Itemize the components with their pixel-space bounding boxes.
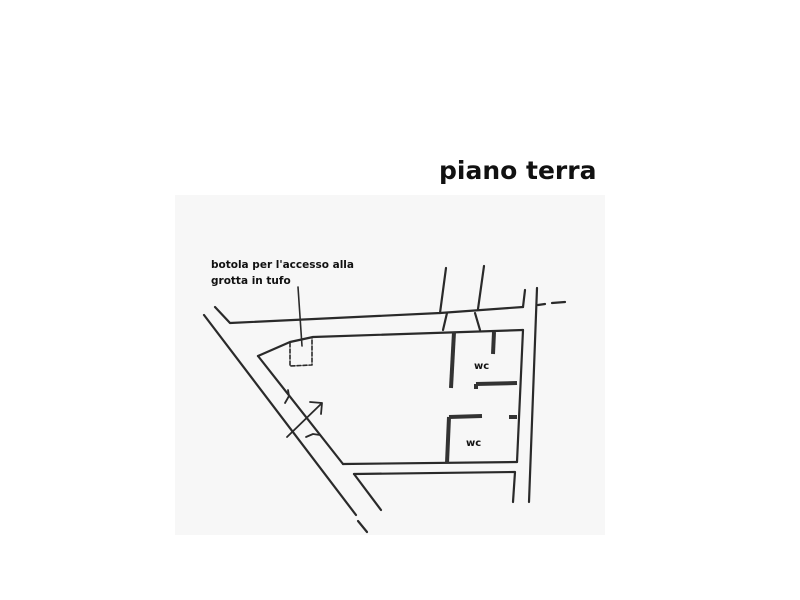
- annotation-line-2: grotta in tufo: [211, 275, 291, 287]
- far-right-wall: [527, 286, 539, 504]
- wc-partition-upper-stub: [491, 331, 496, 355]
- wc-partition-left: [449, 331, 456, 389]
- room-bottom-wall: [341, 460, 519, 466]
- outer-diagonal-dashed: [356, 519, 369, 534]
- right-dashed-stub: [536, 302, 547, 307]
- upper-wall-left: [438, 266, 448, 315]
- wc-divider-wall: [475, 381, 518, 386]
- room-top-wall: [256, 328, 525, 358]
- annotation-line-1: botola per l'accesso alla: [211, 259, 354, 271]
- room-label-wc-2: wc: [466, 438, 482, 449]
- wc2-top-wall: [448, 414, 483, 419]
- room-label-wc-1: wc: [474, 361, 490, 372]
- wc2-left-wall: [445, 416, 451, 464]
- hatch-square-icon: [289, 337, 313, 367]
- entrance-arrow-icon: [286, 401, 323, 438]
- outer-diagonal-wall: [202, 313, 358, 517]
- room-diagonal-wall: [256, 354, 345, 466]
- room-right-wall: [515, 328, 525, 464]
- lower-street-wall: [352, 470, 517, 504]
- corridor-door-left: [441, 311, 449, 332]
- street-top-wall: [213, 305, 525, 325]
- upper-wall-right: [476, 264, 486, 311]
- right-dashed-line: [550, 300, 567, 305]
- entrance-door-jamb-upper: [284, 389, 290, 404]
- lower-street-diagonal: [352, 472, 383, 512]
- entrance-door-jamb-lower: [305, 433, 321, 438]
- right-wall-upper: [521, 288, 527, 309]
- hatch-annotation: botola per l'accesso alla grotta in tufo: [211, 257, 354, 289]
- annotation-leader-line: [297, 286, 303, 347]
- floor-title: piano terra: [439, 156, 597, 185]
- corridor-door-right: [473, 311, 482, 332]
